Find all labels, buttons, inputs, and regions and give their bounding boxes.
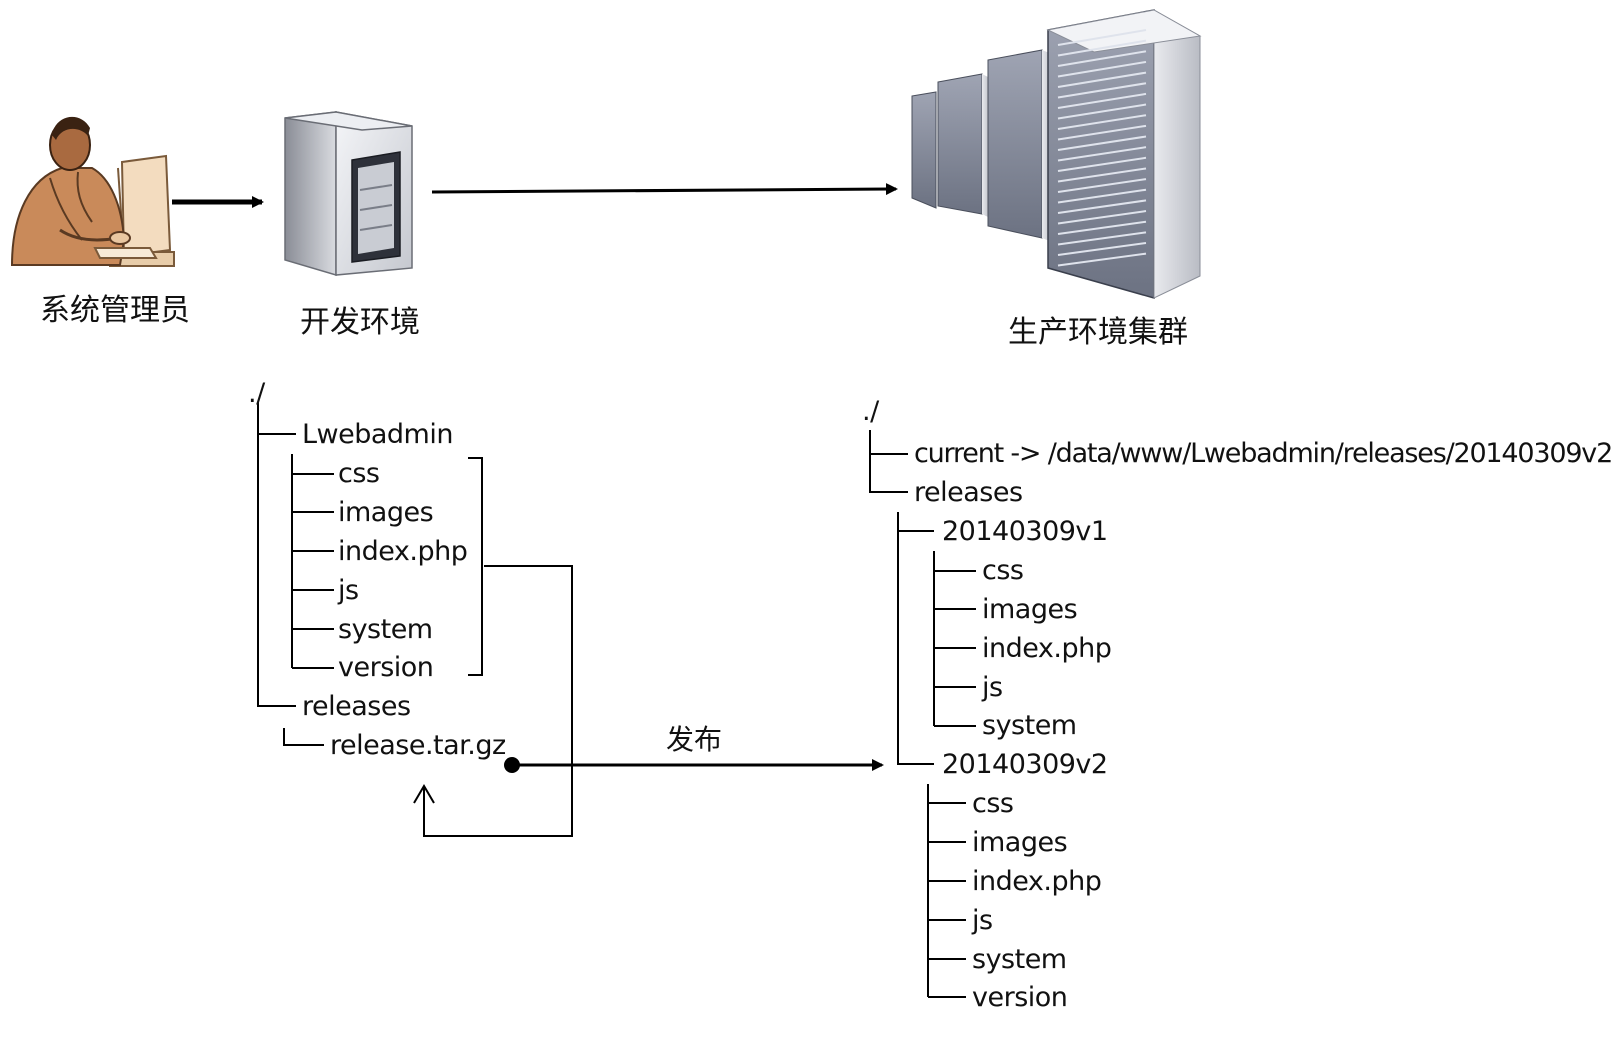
- prod-v2-item: js: [972, 905, 993, 936]
- prod-v2-item: images: [972, 827, 1068, 858]
- prod-v2-item: version: [972, 982, 1068, 1013]
- prod-v2-item: css: [972, 788, 1014, 819]
- prod-v1-item: images: [982, 594, 1078, 625]
- prod-v1-item: js: [982, 672, 1003, 703]
- dev-item: version: [338, 652, 434, 683]
- prod-v2-item: system: [972, 944, 1067, 975]
- dev-tree-connectors: [257, 402, 573, 837]
- prod-label: 生产环境集群: [1008, 315, 1188, 350]
- prod-releases-folder: releases: [914, 477, 1023, 508]
- prod-root: ./: [862, 396, 879, 427]
- dev-item: images: [338, 497, 434, 528]
- dev-item: index.php: [338, 536, 468, 567]
- prod-v1-item: index.php: [982, 633, 1112, 664]
- admin-label: 系统管理员: [40, 293, 190, 328]
- prod-v1-item: system: [982, 710, 1077, 741]
- dev-project-folder: Lwebadmin: [302, 419, 453, 450]
- dev-label: 开发环境: [300, 305, 420, 340]
- prod-v1-item: css: [982, 555, 1024, 586]
- prod-v2-item: index.php: [972, 866, 1102, 897]
- prod-release-v1: 20140309v1: [942, 516, 1108, 547]
- tower-server-icon: [284, 111, 413, 277]
- publish-label: 发布: [666, 723, 723, 756]
- prod-current-symlink: current -> /data/www/Lwebadmin/releases/…: [914, 438, 1613, 469]
- dev-releases-folder: releases: [302, 691, 411, 722]
- dev-item: js: [338, 575, 359, 606]
- dev-item: css: [338, 458, 380, 489]
- dev-to-prod-arrow: [431, 183, 898, 196]
- dev-archive-file: release.tar.gz: [330, 730, 506, 761]
- prod-tree-connectors: [869, 430, 976, 998]
- dev-item: system: [338, 614, 433, 645]
- prod-release-v2: 20140309v2: [942, 749, 1108, 780]
- dev-root: ./: [248, 378, 265, 409]
- person-at-computer-icon: [10, 116, 175, 267]
- server-rack-cluster-icon: [911, 9, 1202, 299]
